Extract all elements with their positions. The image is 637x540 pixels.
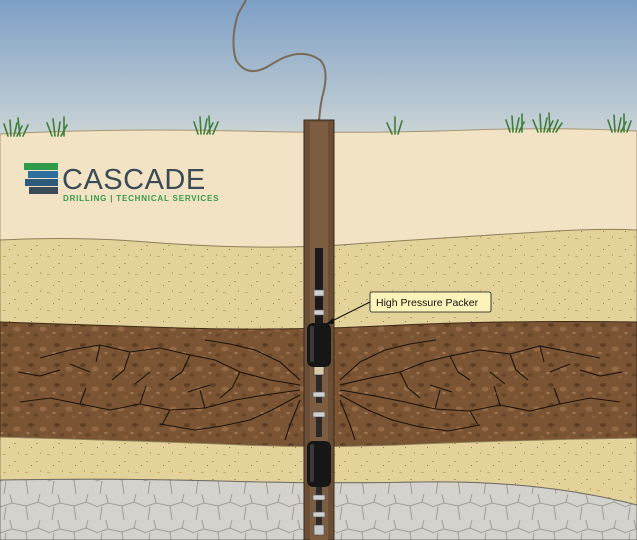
tool-string <box>312 248 326 536</box>
packer-callout: High Pressure Packer <box>325 291 492 325</box>
callout-arrow-icon <box>326 318 334 324</box>
callout-box <box>369 291 492 313</box>
cascade-logo: CASCADE DRILLING | TECHNICAL SERVICES <box>24 163 219 203</box>
lower-packer <box>307 441 331 487</box>
drill-rod <box>315 248 323 328</box>
fracture-network <box>17 339 623 441</box>
logo-tagline: DRILLING | TECHNICAL SERVICES <box>63 194 219 203</box>
grass-tufts <box>3 112 632 137</box>
callout-label: High Pressure Packer <box>376 297 479 309</box>
logo-mark-icon <box>24 163 58 194</box>
logo-name: CASCADE <box>62 164 206 196</box>
upper-packer <box>307 323 331 367</box>
hose-cable <box>232 0 327 265</box>
